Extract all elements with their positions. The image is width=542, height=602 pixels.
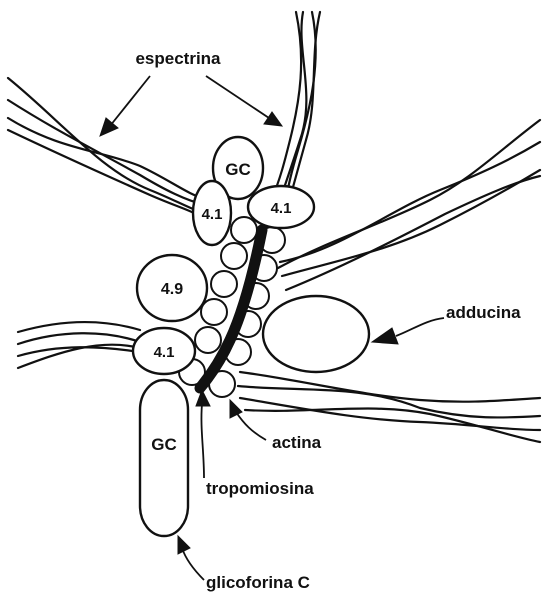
- svg-text:4.1: 4.1: [202, 206, 223, 223]
- svg-text:tropomiosina: tropomiosina: [206, 479, 314, 498]
- spectrin-strand-lower-left: [18, 322, 140, 368]
- svg-text:adducina: adducina: [446, 303, 521, 322]
- protein-4-1-upper-right: 4.1: [248, 186, 314, 228]
- label-adducina: adducina: [372, 303, 521, 344]
- protein-4-9: 4.9: [137, 255, 207, 321]
- svg-text:GC: GC: [151, 435, 177, 454]
- svg-text:GC: GC: [225, 160, 251, 179]
- protein-4-1-upper-left: 4.1: [193, 181, 231, 245]
- spectrin-strand-right: [278, 120, 540, 290]
- spectrin-strand-top: [272, 12, 320, 200]
- label-espectrina: espectrina: [100, 49, 282, 136]
- protein-gc-bottom: GC: [140, 380, 188, 536]
- label-actina: actina: [230, 400, 322, 452]
- protein-adducin: [263, 296, 369, 372]
- spectrin-strand-upper-left: [8, 78, 208, 216]
- svg-text:glicoforina C: glicoforina C: [206, 573, 310, 592]
- svg-text:4.1: 4.1: [271, 200, 292, 217]
- svg-text:actina: actina: [272, 433, 322, 452]
- spectrin-strand-lower-right: [238, 372, 540, 442]
- svg-text:espectrina: espectrina: [135, 49, 221, 68]
- svg-text:4.1: 4.1: [154, 344, 175, 361]
- label-glicoforina-c: glicoforina C: [178, 536, 310, 592]
- svg-text:4.9: 4.9: [161, 281, 183, 298]
- protein-4-1-lower: 4.1: [133, 328, 195, 374]
